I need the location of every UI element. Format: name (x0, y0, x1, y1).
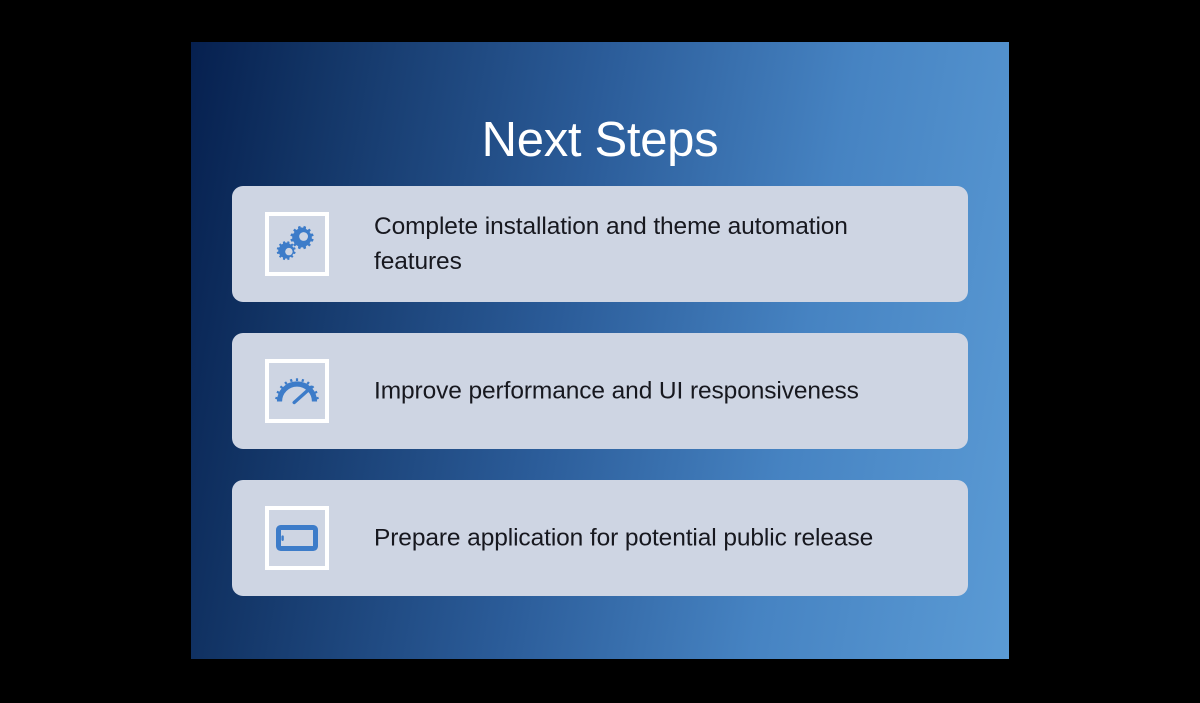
list-item[interactable]: Prepare application for potential public… (232, 480, 968, 596)
list-item-label: Improve performance and UI responsivenes… (374, 377, 859, 405)
list-item[interactable]: Complete installation and theme automati… (232, 186, 968, 302)
speedometer-icon (265, 359, 329, 423)
gears-icon (265, 212, 329, 276)
next-steps-list: Complete installation and theme automati… (232, 186, 968, 596)
tablet-device-icon (265, 506, 329, 570)
list-item-label: Complete installation and theme automati… (374, 213, 848, 275)
list-item[interactable]: Improve performance and UI responsivenes… (232, 333, 968, 449)
presentation-slide: Next Steps Comp (191, 42, 1009, 659)
list-item-label: Prepare application for potential public… (374, 524, 874, 552)
page-title: Next Steps (481, 113, 719, 167)
